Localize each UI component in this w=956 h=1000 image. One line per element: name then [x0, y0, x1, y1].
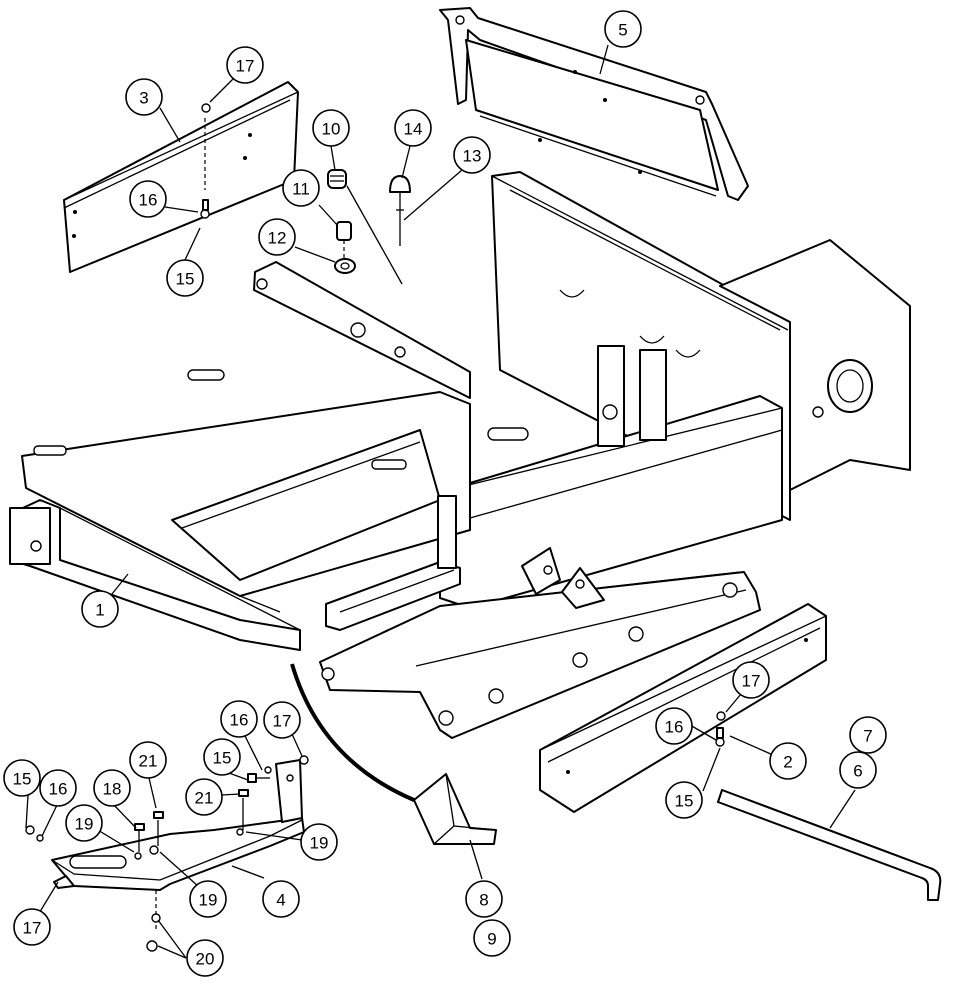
callout-label: 8: [479, 891, 488, 910]
bottom-hardware: [25, 755, 309, 952]
callout-label: 19: [199, 891, 218, 910]
callout-17-a: 17: [226, 46, 264, 84]
callout-11: 11: [282, 169, 320, 207]
callout-13: 13: [453, 136, 491, 174]
callout-21-b: 21: [185, 778, 223, 816]
callout-label: 17: [23, 919, 42, 938]
callout-label: 18: [103, 780, 122, 799]
callout-label: 16: [230, 711, 249, 730]
callout-label: 13: [463, 147, 482, 166]
callout-21-a: 21: [129, 741, 167, 779]
callout-18: 18: [93, 769, 131, 807]
lower-subframe: [319, 547, 761, 739]
callout-3: 3: [125, 78, 163, 116]
callout-17-d: 17: [732, 661, 770, 699]
bottom-shield-plate: [51, 759, 305, 891]
callout-16-b: 16: [39, 769, 77, 807]
callout-label: 1: [95, 601, 104, 620]
callout-label: 5: [618, 21, 627, 40]
callout-17-c: 17: [263, 701, 301, 739]
callout-label: 15: [213, 749, 232, 768]
callout-9: 9: [473, 919, 511, 957]
callout-16-d: 16: [655, 707, 693, 745]
side-panel-left: [63, 81, 299, 273]
fitting-elbow: [336, 221, 352, 258]
assembly-arrow: [290, 663, 415, 802]
callout-label: 12: [268, 229, 287, 248]
callout-8: 8: [465, 880, 503, 918]
callout-17-b: 17: [13, 908, 51, 946]
callout-2: 2: [769, 742, 807, 780]
callout-label: 14: [404, 120, 423, 139]
callout-19-a: 19: [65, 804, 103, 842]
callout-label: 16: [665, 718, 684, 737]
callout-15-b: 15: [203, 738, 241, 776]
callout-20: 20: [186, 939, 224, 977]
callout-15-a: 15: [166, 259, 204, 297]
callout-label: 21: [139, 752, 158, 771]
callout-4: 4: [262, 880, 300, 918]
main-chassis-frame: [9, 171, 911, 651]
side-rail-right: [539, 603, 827, 813]
callout-6: 6: [839, 751, 877, 789]
callout-label: 3: [139, 89, 148, 108]
callout-label: 21: [195, 789, 214, 808]
callout-10: 10: [312, 109, 350, 147]
callout-label: 7: [863, 727, 872, 746]
callout-14: 14: [394, 109, 432, 147]
callout-label: 2: [783, 753, 792, 772]
callout-label: 4: [276, 891, 285, 910]
callout-label: 9: [487, 930, 496, 949]
callout-label: 20: [196, 950, 215, 969]
breather-cap: [327, 169, 403, 285]
callout-label: 15: [176, 270, 195, 289]
callout-label: 15: [13, 770, 32, 789]
callout-label: 17: [236, 57, 255, 76]
rear-top-frame: [439, 7, 749, 201]
callout-label: 16: [139, 191, 158, 210]
callout-5: 5: [604, 10, 642, 48]
callout-label: 19: [75, 815, 94, 834]
callout-1: 1: [81, 590, 119, 628]
dipstick: [389, 175, 411, 246]
callout-16-a: 16: [129, 180, 167, 218]
callout-15-d: 15: [665, 781, 703, 819]
bent-rod: [717, 789, 942, 901]
callout-label: 15: [675, 792, 694, 811]
callout-label: 6: [853, 762, 862, 781]
callout-7: 7: [849, 716, 887, 754]
callout-label: 10: [322, 120, 341, 139]
callout-label: 19: [310, 834, 329, 853]
callout-19-b: 19: [300, 823, 338, 861]
callout-label: 11: [292, 180, 310, 199]
callout-15-c: 15: [3, 759, 41, 797]
callout-label: 17: [273, 712, 292, 731]
callout-12: 12: [258, 218, 296, 256]
mounting-bracket: [413, 773, 497, 845]
callout-16-c: 16: [220, 700, 258, 738]
callout-19-c: 19: [189, 880, 227, 918]
callout-label: 16: [49, 780, 68, 799]
grommet: [334, 258, 356, 274]
callout-label: 17: [742, 672, 761, 691]
